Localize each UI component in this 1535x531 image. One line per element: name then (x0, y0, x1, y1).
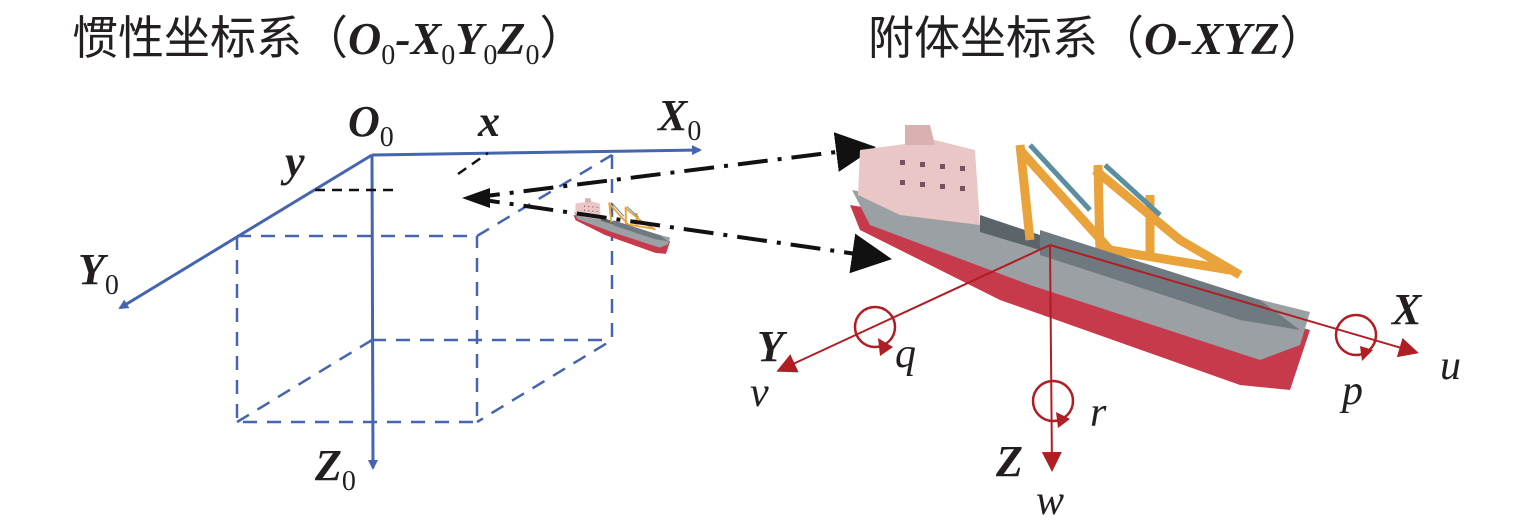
body-axes (776, 244, 1419, 472)
mapping-arrows (469, 132, 892, 274)
title-z: Z (497, 13, 526, 64)
inertial-frame-title: 惯性坐标系（O0-X0Y0Z0） (72, 2, 585, 72)
body-y-label: Y (757, 322, 784, 371)
title-o-sub: 0 (381, 40, 396, 72)
mapping-arrow-head-left (462, 188, 490, 208)
p-label: p (1342, 368, 1363, 414)
title-suffix: ） (539, 11, 586, 65)
q-rotation-icon (853, 305, 897, 349)
title-x-sub: 0 (441, 40, 456, 72)
title-suffix: ） (1279, 11, 1326, 65)
rotation-indicators (853, 305, 1378, 423)
u-label: u (1440, 343, 1461, 389)
r-rotation-icon (1031, 379, 1075, 423)
r-label: r (1090, 390, 1107, 436)
w-label: w (1036, 478, 1065, 524)
title-o: O (348, 13, 382, 64)
y0-label: Y0 (78, 245, 119, 301)
p-rotation-icon (1334, 313, 1378, 357)
origin-o0-label: O0 (348, 97, 394, 153)
body-z-label: Z (996, 437, 1023, 486)
q-label: q (895, 331, 916, 377)
position-projection-lines (315, 151, 489, 192)
ship-image (850, 125, 1310, 390)
z0-label: Z0 (315, 441, 356, 497)
title-x: X (410, 13, 442, 64)
title-text: 惯性坐标系（ (72, 11, 348, 65)
z-axis (1041, 244, 1062, 472)
v-label: v (750, 370, 769, 416)
body-frame-title: 附体坐标系（O-XYZ） (868, 2, 1325, 68)
title-dash: - (395, 13, 411, 64)
z0-axis (367, 154, 378, 470)
inertial-axes (118, 145, 702, 470)
title-z-sub: 0 (525, 40, 540, 72)
title-text: 附体坐标系（ (868, 11, 1144, 65)
x0-label: X0 (658, 91, 702, 147)
title-axes: O-XYZ (1144, 13, 1280, 64)
y-position-label: y (285, 137, 305, 186)
title-y: Y (455, 13, 484, 64)
title-y-sub: 0 (483, 40, 498, 72)
body-x-label: X (1392, 285, 1422, 334)
dashed-cuboid (235, 153, 614, 424)
x0-axis (371, 145, 702, 157)
y-axis (776, 244, 1051, 373)
x-axis (1049, 244, 1419, 358)
y0-axis (118, 153, 373, 310)
x-position-label: x (478, 97, 500, 146)
